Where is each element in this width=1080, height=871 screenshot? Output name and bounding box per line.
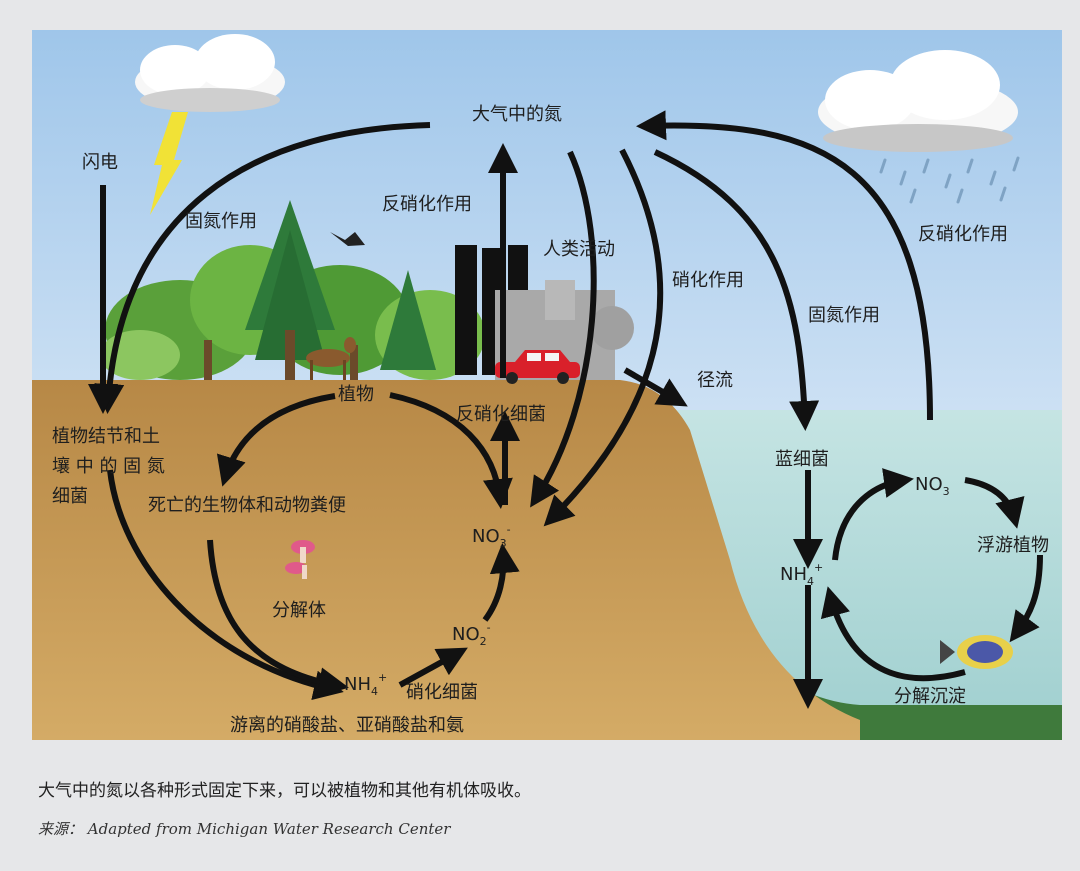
nh4-to-no3-water-arrow xyxy=(832,468,914,561)
mushroom-icon xyxy=(285,540,315,579)
decomposers-label: 分解体 xyxy=(272,600,326,621)
plants-label: 植物 xyxy=(338,384,374,405)
fixation-left-label: 固氮作用 xyxy=(185,211,257,232)
nodule-to-nh4-arrow xyxy=(107,469,344,701)
denitrification-arrow-right xyxy=(636,110,933,421)
human-activity-arrow xyxy=(530,150,597,508)
denitrification-top-label: 反硝化作用 xyxy=(382,194,472,215)
cycle-arrows xyxy=(88,110,1043,709)
runoff-label: 径流 xyxy=(697,370,733,391)
denitrifying-bacteria-label: 反硝化细菌 xyxy=(456,404,546,425)
figure-source: 来源： Adapted from Michigan Water Research… xyxy=(38,820,451,838)
no3-soil-label: NO3- xyxy=(472,523,511,550)
no3-water-label: NO3 xyxy=(915,474,950,498)
car xyxy=(495,350,580,384)
nh4-water-label: NH4+ xyxy=(780,561,823,588)
cyanobacteria-label: 蓝细菌 xyxy=(775,449,829,470)
forest xyxy=(100,200,485,380)
dead-matter-label: 死亡的生物体和动物粪便 xyxy=(148,495,346,516)
nh4-soil-label: NH4+ xyxy=(344,671,387,698)
fish-sediment xyxy=(940,635,1013,669)
nitrification-arrow xyxy=(543,148,664,527)
plankton-label: 浮游植物 xyxy=(977,535,1049,556)
nitrifying-bacteria-label: 硝化细菌 xyxy=(406,682,478,703)
nodule-bacteria-line3: 细菌 xyxy=(52,486,88,507)
bird xyxy=(330,232,365,246)
rain-drops xyxy=(879,156,1020,204)
figure-caption: 大气中的氮以各种形式固定下来，可以被植物和其他有机体吸收。 xyxy=(38,781,531,801)
nitrification-label: 硝化作用 xyxy=(672,270,744,291)
runoff-arrow xyxy=(623,367,688,407)
no3-to-plankton-arrow xyxy=(964,477,1025,529)
deer xyxy=(306,337,356,380)
dead-to-nh4-arrow xyxy=(207,539,349,698)
nodule-bacteria-line2: 壤 中 的 固 氮 xyxy=(52,456,165,477)
fixation-arrow-left xyxy=(94,122,431,414)
fixation-right-label: 固氮作用 xyxy=(808,305,880,326)
free-compounds-label: 游离的硝酸盐、亚硝酸盐和氨 xyxy=(230,715,464,736)
lightning-bolt xyxy=(150,112,188,215)
cloud-left xyxy=(135,34,285,112)
denit-bacteria-arrow xyxy=(389,392,513,509)
lightning-label: 闪电 xyxy=(82,152,118,173)
human-activity-label: 人类活动 xyxy=(543,239,615,260)
plankton-down-arrow xyxy=(1009,554,1043,643)
plant-to-dead-arrow xyxy=(216,393,336,487)
nh4-to-no2-arrow xyxy=(398,647,468,688)
fixation-arrow-right xyxy=(653,149,820,431)
nodule-bacteria-line1: 植物结节和土 xyxy=(52,426,160,447)
no2-to-no3-arrow xyxy=(482,543,520,622)
atmospheric-nitrogen-label: 大气中的氮 xyxy=(472,104,562,125)
no2-soil-label: NO2- xyxy=(452,621,491,648)
decomposition-sediment-label: 分解沉淀 xyxy=(894,686,966,707)
cloud-right xyxy=(818,50,1018,152)
denitrification-right-label: 反硝化作用 xyxy=(918,224,1008,245)
sediment-to-nh4-arrow xyxy=(820,586,966,682)
